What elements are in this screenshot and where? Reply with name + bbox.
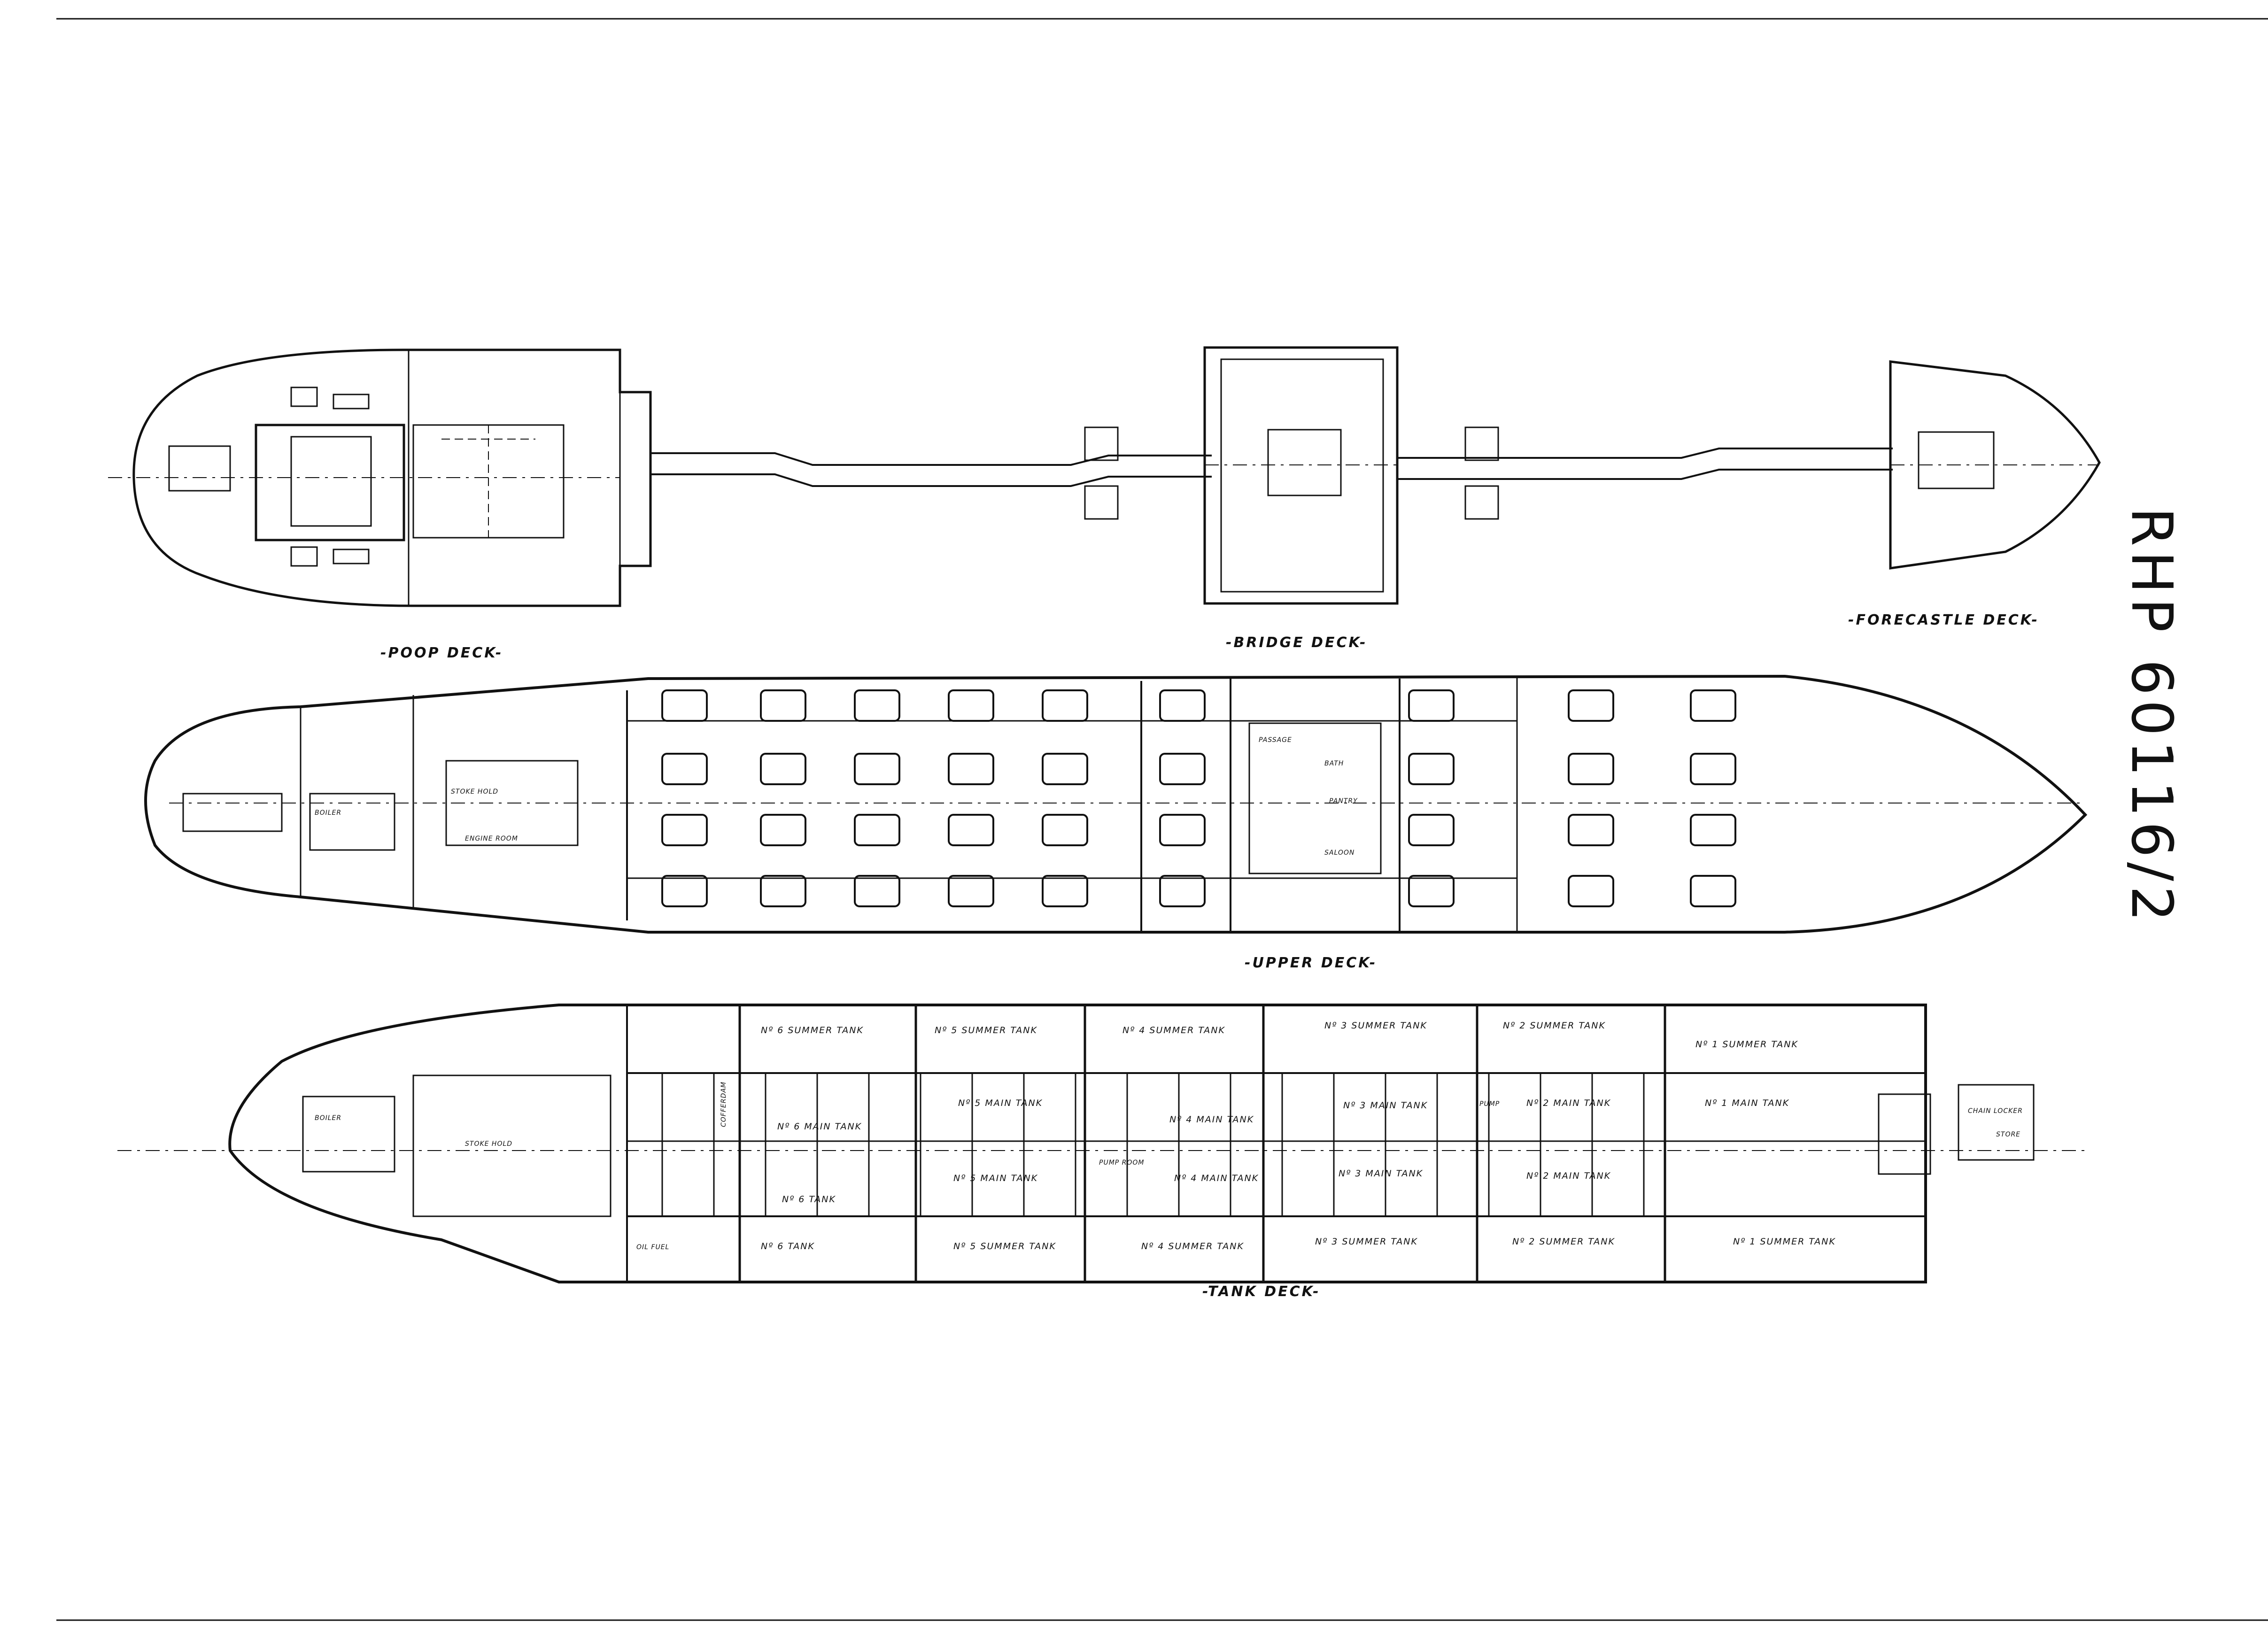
tank-bottom-2: Nº 2 SUMMER TANK — [1512, 1236, 1615, 1247]
hatch-cover — [948, 814, 994, 846]
bridge-deck-title: -BRIDGE DECK- — [1226, 634, 1367, 651]
tank-top-6: Nº 6 SUMMER TANK — [761, 1025, 864, 1035]
poop-deck-title: -POOP DECK- — [380, 645, 503, 661]
upper-label-stoke-hold: STOKE HOLD — [451, 788, 498, 796]
tank-main-lower-2: Nº 2 MAIN TANK — [1526, 1171, 1611, 1181]
hatch-cover — [948, 753, 994, 785]
tank-top-4: Nº 4 SUMMER TANK — [1122, 1025, 1225, 1035]
hatch-cover — [760, 689, 806, 722]
tank-label-chain-locker: CHAIN LOCKER — [1968, 1107, 2023, 1115]
hatch-cover — [1568, 814, 1614, 846]
tank-bottom-1: Nº 1 SUMMER TANK — [1733, 1236, 1836, 1247]
tank-top-5: Nº 5 SUMMER TANK — [935, 1025, 1037, 1035]
bridge-to-forecastle-catwalk — [1397, 426, 1893, 520]
tank-main-lower-5: Nº 5 MAIN TANK — [953, 1173, 1038, 1183]
tank-main-upper-6: Nº 6 MAIN TANK — [777, 1121, 862, 1132]
hatch-cover — [1042, 875, 1088, 907]
hatch-cover — [1568, 689, 1614, 722]
hatch-cover — [760, 875, 806, 907]
forecastle-deck-title: -FORECASTLE DECK- — [1848, 612, 2039, 628]
hatch-cover — [661, 689, 708, 722]
upper-label-saloon: SALOON — [1324, 849, 1355, 857]
tank-main-upper-3: Nº 3 MAIN TANK — [1343, 1100, 1428, 1111]
tank-main-lower-4: Nº 4 MAIN TANK — [1174, 1173, 1259, 1183]
hatch-cover — [1159, 753, 1206, 785]
hatch-cover — [1042, 689, 1088, 722]
hatch-cover — [1690, 814, 1736, 846]
tank-top-2: Nº 2 SUMMER TANK — [1503, 1020, 1606, 1031]
tank-main-upper-1: Nº 1 MAIN TANK — [1705, 1098, 1789, 1108]
tank-main-upper-5: Nº 5 MAIN TANK — [958, 1098, 1043, 1108]
upper-label-pantry: PANTRY — [1329, 797, 1358, 805]
tank-deck-subdivisions — [661, 1073, 1645, 1216]
hatch-cover — [1690, 753, 1736, 785]
hatch-cover — [948, 689, 994, 722]
tank-main-upper-4: Nº 4 MAIN TANK — [1169, 1114, 1254, 1125]
hatch-cover — [1568, 753, 1614, 785]
upper-label-engine-room: ENGINE ROOM — [465, 835, 518, 842]
upper-label-boiler: BOILER — [315, 809, 341, 817]
hatch-cover — [854, 689, 900, 722]
hatch-cover — [854, 875, 900, 907]
tank-label-pump-room: PUMP ROOM — [1099, 1159, 1145, 1167]
hatch-cover — [1690, 689, 1736, 722]
tank-bottom-6: Nº 6 TANK — [761, 1241, 815, 1252]
tank-bottom-4: Nº 4 SUMMER TANK — [1141, 1241, 1244, 1252]
hatch-cover — [1159, 875, 1206, 907]
hatch-cover — [1568, 875, 1614, 907]
tank-top-1: Nº 1 SUMMER TANK — [1695, 1039, 1798, 1050]
upper-deck-title: -UPPER DECK- — [1245, 955, 1377, 971]
hatch-cover — [1408, 753, 1455, 785]
hatch-cover — [661, 814, 708, 846]
tank-top-3: Nº 3 SUMMER TANK — [1324, 1020, 1427, 1031]
tank-deck-plan — [117, 1004, 2090, 1283]
tank-deck-title: -TANK DECK- — [1202, 1283, 1321, 1300]
hatch-cover — [1690, 875, 1736, 907]
upper-label-bath: BATH — [1324, 760, 1344, 767]
poop-to-bridge-catwalk — [650, 426, 1212, 520]
tank-main-upper-2: Nº 2 MAIN TANK — [1526, 1098, 1611, 1108]
hatch-cover — [1042, 753, 1088, 785]
tank-label-stoke-hold: STOKE HOLD — [465, 1140, 512, 1148]
drawing-number: RHP 60116/2 — [2119, 507, 2184, 927]
tank-label-cofferdam: COFFERDAM — [720, 1082, 728, 1127]
hatch-cover — [854, 753, 900, 785]
hatch-cover — [854, 814, 900, 846]
tank-label-pump: PUMP — [1479, 1100, 1500, 1108]
upper-deck-plan — [144, 674, 2088, 934]
upper-deck-hatches — [661, 689, 1736, 907]
upper-label-passage: PASSAGE — [1259, 736, 1292, 744]
tank-label-boiler: BOILER — [315, 1114, 341, 1122]
tank-bottom-3: Nº 3 SUMMER TANK — [1315, 1236, 1418, 1247]
tank-main-lower-6: Nº 6 TANK — [782, 1194, 836, 1205]
hatch-cover — [1408, 689, 1455, 722]
hatch-cover — [1042, 814, 1088, 846]
tank-bottom-oil-fuel: OIL FUEL — [636, 1244, 669, 1251]
hatch-cover — [1159, 814, 1206, 846]
hatch-cover — [948, 875, 994, 907]
hatch-cover — [760, 753, 806, 785]
hatch-cover — [1408, 814, 1455, 846]
bridge-deck-plan — [1203, 346, 1399, 605]
poop-deck-plan — [108, 348, 652, 607]
hatch-cover — [1159, 689, 1206, 722]
tank-main-lower-3: Nº 3 MAIN TANK — [1339, 1168, 1423, 1179]
tank-label-store: STORE — [1996, 1131, 2020, 1138]
hatch-cover — [760, 814, 806, 846]
hatch-cover — [661, 875, 708, 907]
tank-bottom-5: Nº 5 SUMMER TANK — [953, 1241, 1056, 1252]
forecastle-deck-plan — [1889, 360, 2101, 570]
hatch-cover — [1408, 875, 1455, 907]
hatch-cover — [661, 753, 708, 785]
